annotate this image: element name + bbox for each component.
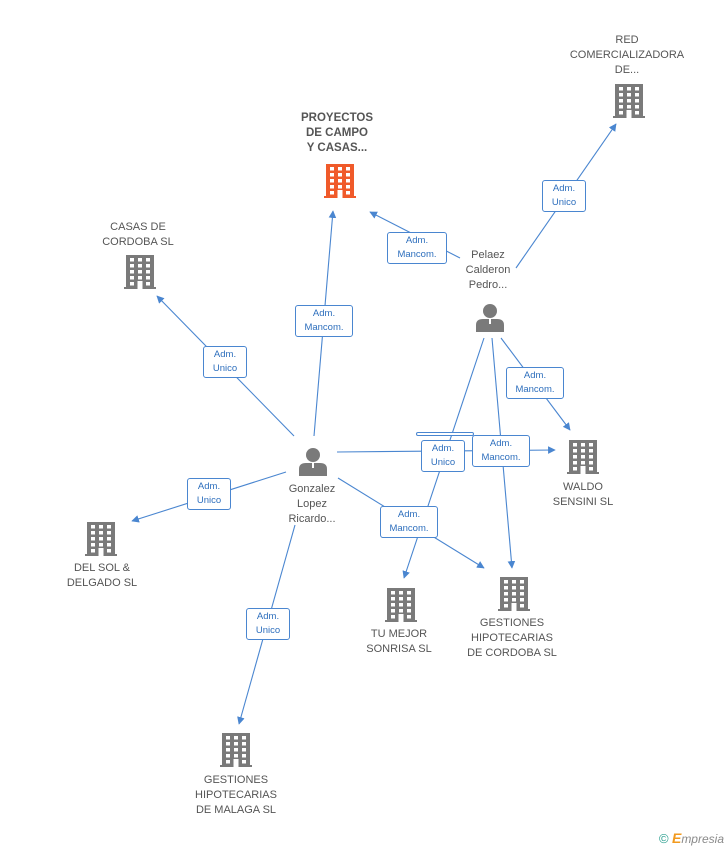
building-icon-tumejor[interactable] — [385, 588, 417, 622]
company-label-gest-cordoba[interactable]: GESTIONES HIPOTECARIAS DE CORDOBA SL — [467, 617, 557, 659]
relation-label-gonzalez-delsol[interactable]: Adm. Unico — [187, 478, 231, 510]
building-icon-red[interactable] — [613, 84, 645, 118]
relation-label-pelaez-proyectos[interactable]: Adm. Mancom. — [387, 232, 447, 264]
company-label-gest-malaga[interactable]: GESTIONES HIPOTECARIAS DE MALAGA SL — [195, 774, 277, 816]
company-label-proyectos[interactable]: PROYECTOS DE CAMPO Y CASAS... — [301, 112, 373, 154]
relation-label-gonzalez-casas[interactable]: Adm. Unico — [203, 346, 247, 378]
building-icon-casas[interactable] — [124, 255, 156, 289]
relation-label-gonzalez-gest-cordoba[interactable]: Adm. Mancom. — [380, 506, 438, 538]
relation-label-gonzalez-proyectos[interactable]: Adm. Mancom. — [295, 305, 353, 337]
company-label-waldo[interactable]: WALDO SENSINI SL — [552, 481, 614, 508]
person-label-pelaez[interactable]: Pelaez Calderon Pedro... — [465, 249, 511, 291]
company-label-tumejor[interactable]: TU MEJOR SONRISA SL — [366, 628, 432, 655]
building-icon-gest-malaga[interactable] — [220, 733, 252, 767]
person-label-gonzalez[interactable]: Gonzalez Lopez Ricardo... — [288, 483, 336, 525]
company-label-delsol[interactable]: DEL SOL & DELGADO SL — [66, 562, 138, 589]
relation-label-pelaez-red[interactable]: Adm. Unico — [542, 180, 586, 212]
copyright-icon: © — [659, 831, 669, 846]
company-label-casas[interactable]: CASAS DE CORDOBA SL — [102, 221, 174, 248]
building-icon-proyectos[interactable] — [324, 164, 356, 198]
brand-logo-letter: E — [671, 830, 682, 846]
building-icon-gest-cordoba[interactable] — [498, 577, 530, 611]
relation-label-pelaez-tumejor[interactable]: Adm. Unico — [421, 440, 465, 472]
person-icon-pelaez[interactable] — [476, 304, 504, 332]
relation-label-gonzalez-waldo-back — [416, 432, 474, 436]
relation-label-pelaez-waldo[interactable]: Adm. Mancom. — [506, 367, 564, 399]
building-icon-delsol[interactable] — [85, 522, 117, 556]
building-icon-waldo[interactable] — [567, 440, 599, 474]
company-label-red[interactable]: RED COMERCIALIZADORA DE... — [569, 34, 685, 76]
brand-footer[interactable]: © Empresia — [659, 830, 724, 846]
relation-label-gonzalez-gest-malaga[interactable]: Adm. Unico — [246, 608, 290, 640]
person-icon-gonzalez[interactable] — [299, 448, 327, 476]
brand-name: mpresia — [681, 832, 724, 846]
relation-label-gonzalez-waldo[interactable]: Adm. Mancom. — [472, 435, 530, 467]
